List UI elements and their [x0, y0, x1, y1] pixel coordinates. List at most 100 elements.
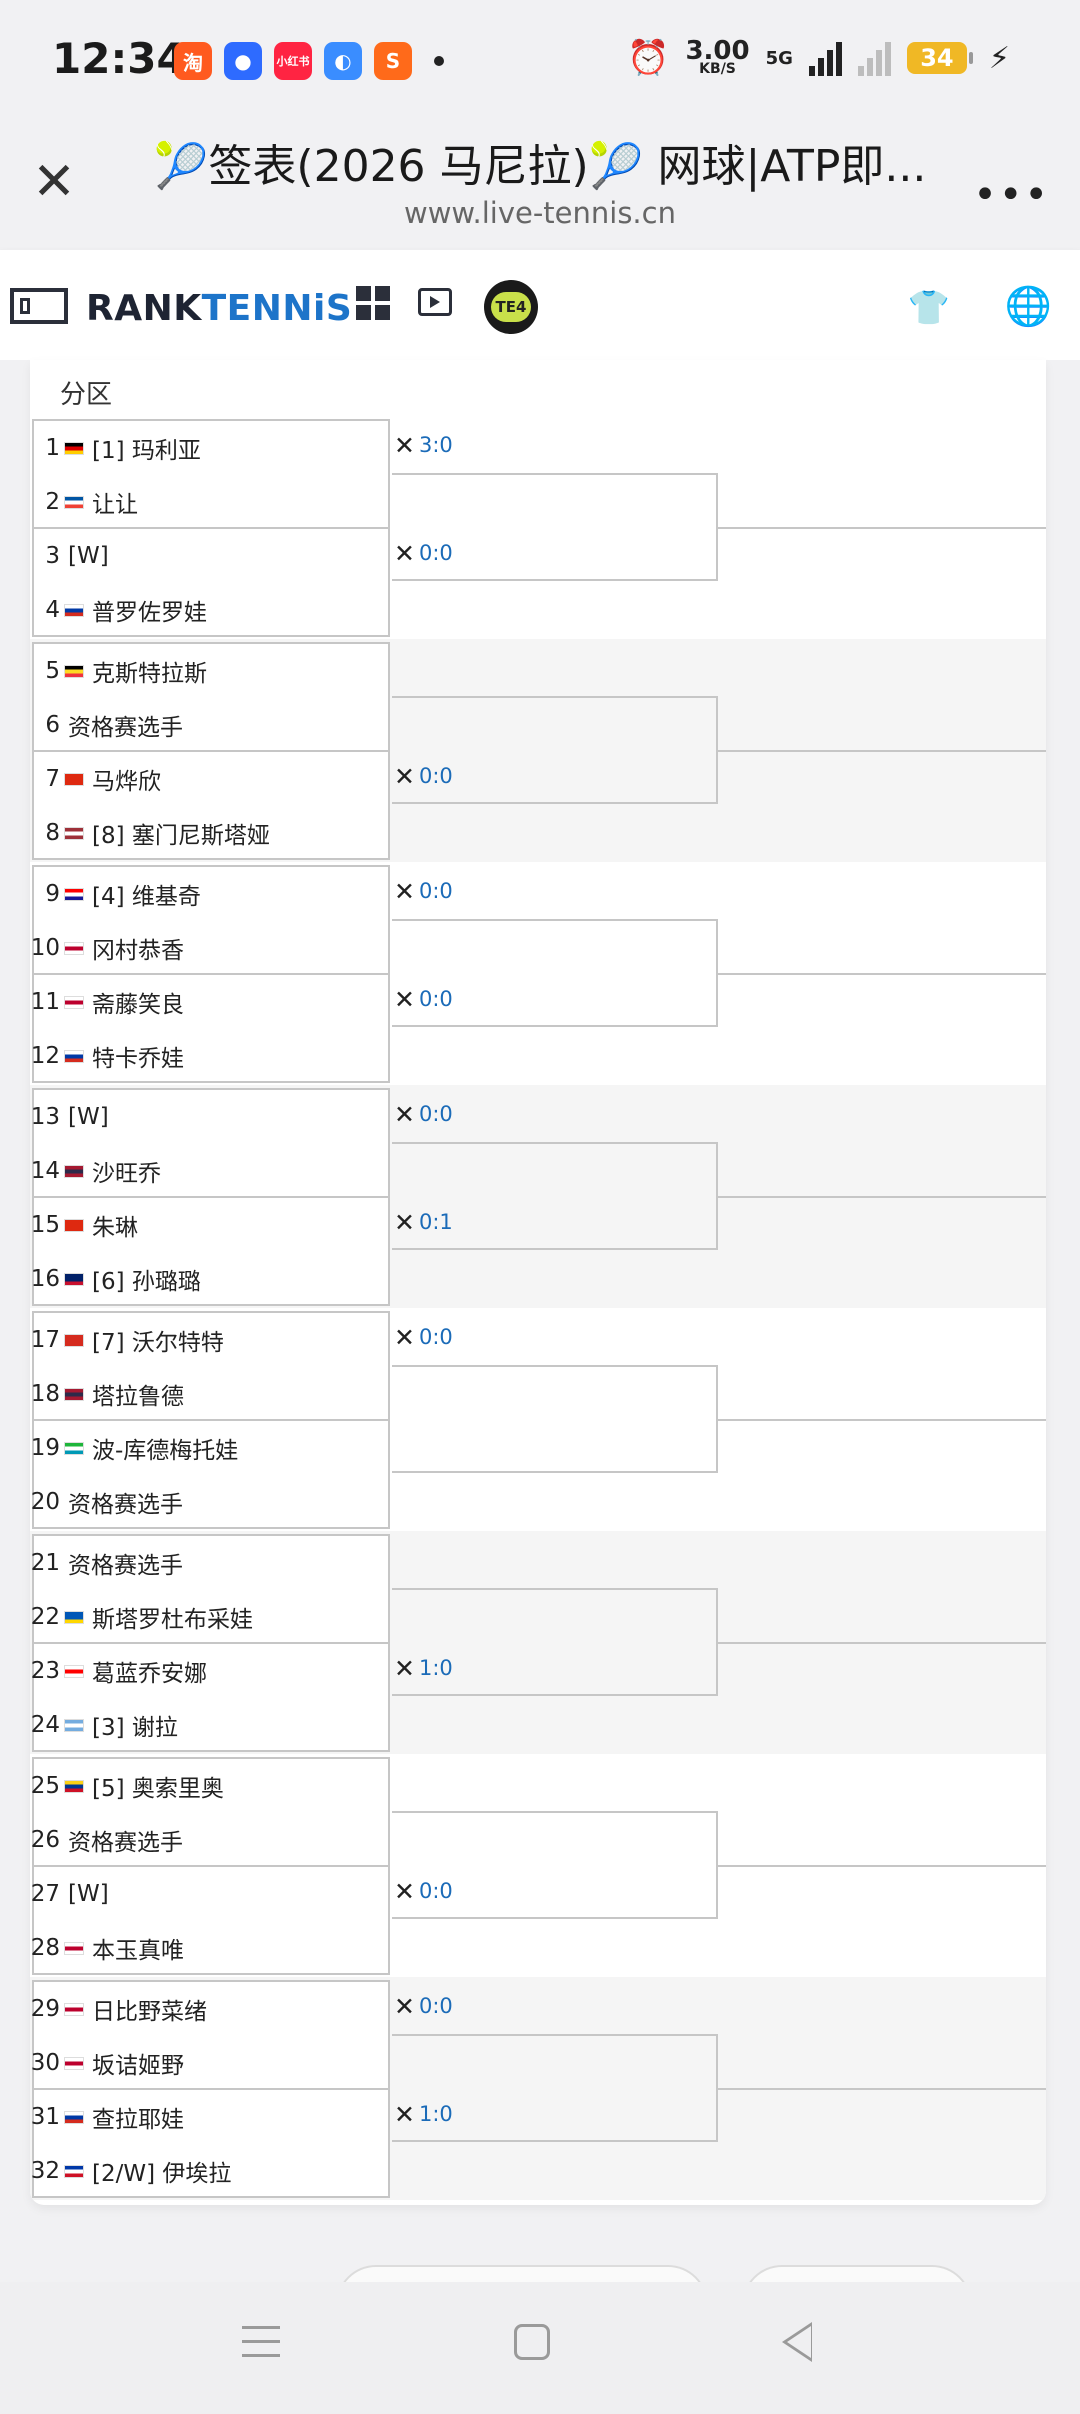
- match-score-value[interactable]: 0:0: [418, 987, 453, 1011]
- player-name[interactable]: 普罗佐罗娃: [92, 600, 207, 626]
- match-score[interactable]: ✕0:0: [394, 985, 453, 1014]
- player-name[interactable]: [8] 塞门尼斯塔娅: [92, 823, 270, 849]
- player-name[interactable]: [6] 孙璐璐: [92, 1269, 201, 1295]
- player-row[interactable]: 1[1] 玛利亚: [30, 421, 201, 475]
- player-name[interactable]: 查拉耶娃: [92, 2107, 184, 2133]
- match-score[interactable]: ✕0:0: [394, 1992, 453, 2021]
- match-box[interactable]: [32, 527, 390, 637]
- match-box[interactable]: [32, 1196, 390, 1306]
- shirt-icon[interactable]: 👕: [907, 288, 950, 328]
- player-name[interactable]: 坂诘姬野: [92, 2053, 184, 2079]
- player-name[interactable]: [W]: [68, 543, 109, 569]
- match-box[interactable]: [32, 1865, 390, 1975]
- player-name[interactable]: 克斯特拉斯: [92, 661, 207, 687]
- match-box[interactable]: [32, 1534, 390, 1644]
- player-name[interactable]: [5] 奥索里奥: [92, 1776, 224, 1802]
- player-name[interactable]: 沙旺乔: [92, 1161, 161, 1187]
- player-name[interactable]: [2/W] 伊埃拉: [92, 2161, 232, 2187]
- match-score[interactable]: ✕0:0: [394, 762, 453, 791]
- match-score-value[interactable]: 0:0: [418, 1879, 453, 1903]
- player-row[interactable]: 8[8] 塞门尼斯塔娅: [30, 806, 270, 860]
- player-name[interactable]: 让让: [92, 492, 138, 518]
- match-box[interactable]: [32, 865, 390, 975]
- match-box[interactable]: [32, 1980, 390, 2090]
- match-score-value[interactable]: 0:0: [418, 1102, 453, 1126]
- match-box[interactable]: [32, 1642, 390, 1752]
- match-box[interactable]: [32, 1757, 390, 1867]
- home-icon[interactable]: [514, 2324, 550, 2360]
- recent-apps-icon[interactable]: [242, 2326, 280, 2360]
- ranktennis-logo-icon[interactable]: [10, 288, 68, 324]
- player-name[interactable]: 朱琳: [92, 1215, 138, 1241]
- player-name[interactable]: 波-库德梅托娃: [92, 1438, 239, 1464]
- player-name[interactable]: [3] 谢拉: [92, 1715, 178, 1741]
- player-name[interactable]: 日比野菜绪: [92, 1999, 207, 2025]
- player-name[interactable]: [W]: [68, 1104, 109, 1130]
- match-box[interactable]: [32, 1088, 390, 1198]
- match-score[interactable]: ✕1:0: [394, 1654, 453, 1683]
- match-score-value[interactable]: 0:0: [418, 879, 453, 903]
- match-score[interactable]: ✕3:0: [394, 431, 453, 460]
- back-icon[interactable]: [782, 2322, 812, 2362]
- match-box[interactable]: [32, 419, 390, 529]
- match-box[interactable]: [32, 2088, 390, 2198]
- globe-icon[interactable]: 🌐: [1004, 284, 1052, 328]
- player-name[interactable]: 资格赛选手: [68, 1492, 183, 1518]
- te4-badge[interactable]: TE4: [484, 280, 538, 334]
- player-name[interactable]: [W]: [68, 1881, 109, 1907]
- match-score[interactable]: ✕0:1: [394, 1208, 453, 1237]
- site-logo[interactable]: RANKTENNiS: [86, 288, 353, 329]
- match-score[interactable]: ✕0:0: [394, 539, 453, 568]
- match-score-value[interactable]: 0:0: [418, 541, 453, 565]
- player-row[interactable]: 9[4] 维基奇: [30, 867, 201, 921]
- match-box[interactable]: [32, 750, 390, 860]
- player-row[interactable]: 27[W]: [30, 1867, 109, 1921]
- player-row[interactable]: 24[3] 谢拉: [30, 1698, 178, 1752]
- player-row[interactable]: 13[W]: [30, 1090, 109, 1144]
- player-row[interactable]: 17[7] 沃尔特特: [30, 1313, 224, 1367]
- match-score-value[interactable]: 1:0: [418, 2102, 453, 2126]
- player-name[interactable]: 斯塔罗杜布采娃: [92, 1607, 253, 1633]
- player-name[interactable]: 马烨欣: [92, 769, 161, 795]
- match-box[interactable]: [32, 1419, 390, 1529]
- match-score[interactable]: ✕1:0: [394, 2100, 453, 2129]
- more-options-icon[interactable]: •••: [973, 172, 1050, 218]
- player-name[interactable]: [4] 维基奇: [92, 884, 201, 910]
- player-name[interactable]: 斋藤笑良: [92, 992, 184, 1018]
- player-name[interactable]: 资格赛选手: [68, 1830, 183, 1856]
- match-score-value[interactable]: 0:0: [418, 1325, 453, 1349]
- grid-menu-icon[interactable]: [356, 286, 390, 320]
- match-box[interactable]: [32, 973, 390, 1083]
- player-name[interactable]: 本玉真唯: [92, 1938, 184, 1964]
- match-score-value[interactable]: 3:0: [418, 433, 453, 457]
- match-score[interactable]: ✕0:0: [394, 877, 453, 906]
- match-score-value[interactable]: 0:0: [418, 1994, 453, 2018]
- video-icon[interactable]: [418, 288, 452, 316]
- match-score[interactable]: ✕0:0: [394, 1100, 453, 1129]
- player-name[interactable]: [1] 玛利亚: [92, 438, 201, 464]
- player-row[interactable]: 16[6] 孙璐璐: [30, 1252, 201, 1306]
- player-name[interactable]: 葛蓝乔安娜: [92, 1661, 207, 1687]
- player-name[interactable]: 资格赛选手: [68, 1553, 183, 1579]
- close-icon[interactable]: ✕: [32, 152, 76, 212]
- match-score[interactable]: ✕0:0: [394, 1323, 453, 1352]
- player-row[interactable]: 25[5] 奥索里奥: [30, 1759, 224, 1813]
- match-score[interactable]: ✕0:0: [394, 1877, 453, 1906]
